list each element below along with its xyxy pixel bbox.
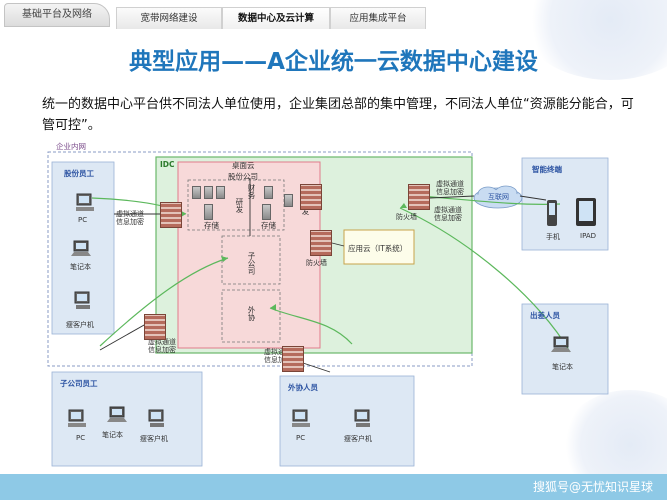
firewall-icon [160, 202, 182, 228]
page-title: 典型应用——A企业统一云数据中心建设 [129, 49, 538, 75]
travel-staff-label: 出差人员 [530, 311, 560, 320]
storage-icon [262, 204, 271, 220]
firewall-icon [144, 314, 166, 340]
watermark: 搜狐号@无忧知识星球 [532, 480, 653, 494]
thin-client-icon [354, 409, 370, 427]
vpn-label-1: 虚拟通道信息加密 [116, 210, 144, 226]
laptop-icon [107, 406, 127, 422]
tab-bar: 基础平台及网络 宽带网络建设 数据中心及云计算 应用集成平台 [0, 0, 667, 30]
storage-label-1: 存储 [204, 221, 219, 230]
laptop-icon [71, 240, 91, 256]
share-notebook-label: 笔记本 [70, 263, 91, 271]
subsidiary-label: 子公司 [247, 252, 256, 275]
idc-label: IDC [160, 160, 175, 169]
server-icon [284, 194, 293, 207]
vpn-label-4: 虚拟通道信息加密 [436, 180, 464, 196]
branch-company-label: 股份公司 [228, 172, 258, 181]
smart-terminal-label: 智能终端 [532, 165, 562, 174]
firewall-icon [300, 184, 322, 210]
firewall-label-2: 防火墙 [306, 259, 327, 267]
server-icon [264, 186, 273, 199]
sub-notebook-label: 笔记本 [102, 431, 123, 439]
tab-home[interactable]: 基础平台及网络 [4, 3, 110, 27]
firewall-icon [408, 184, 430, 210]
vpn-label-5: 虚拟通道信息加密 [434, 206, 462, 222]
storage-label-2: 存储 [261, 221, 276, 230]
share-pc-label: PC [78, 216, 88, 224]
storage-icon [204, 204, 213, 220]
internet-label: 互联网 [488, 193, 509, 201]
tab-broadband[interactable]: 宽带网络建设 [116, 7, 222, 29]
ipad-icon [576, 198, 596, 226]
travel-notebook-label: 笔记本 [552, 363, 573, 371]
network-diagram: 企业内网 IDC 桌面云 股份公司 存储 存储 研发 财务 研发 财务 子公司 … [47, 142, 609, 467]
firewall-icon [310, 230, 332, 256]
finance-label: 财务 [247, 184, 256, 199]
tab-datacenter[interactable]: 数据中心及云计算 [222, 7, 330, 29]
cloud-desktop-label: 桌面云 [232, 161, 255, 170]
outsource-thin-client-label: 瘦客户机 [344, 435, 372, 443]
firewall-icon [282, 346, 304, 372]
thin-client-icon [74, 291, 90, 309]
pc-icon [292, 409, 310, 427]
outsource-label: 外协 [247, 306, 256, 321]
tab-app-integration[interactable]: 应用集成平台 [330, 7, 426, 29]
sub-pc-label: PC [76, 434, 86, 442]
research-label: 研发 [235, 198, 244, 213]
server-icon [204, 186, 213, 199]
pc-icon [68, 409, 86, 427]
firewall-label-1: 防火墙 [396, 213, 417, 221]
vpn-label-3: 虚拟通道信息加密 [264, 348, 292, 364]
pc-icon [76, 193, 94, 211]
intranet-label: 企业内网 [56, 142, 86, 151]
mobile-label: 手机 [546, 233, 560, 241]
vpn-label-2: 虚拟通道信息加密 [148, 338, 176, 354]
app-cloud-box [343, 229, 415, 265]
sub-staff-label: 子公司员工 [60, 379, 98, 388]
app-cloud-label: 应用云（IT系统） [348, 244, 408, 253]
outsource-pc-label: PC [296, 434, 306, 442]
mobile-icon [547, 200, 557, 226]
thin-client-icon [148, 409, 164, 427]
outsource-staff-label: 外协人员 [288, 383, 318, 392]
sub-thin-client-label: 瘦客户机 [140, 435, 168, 443]
intro-text: 统一的数据中心平台供不同法人单位使用，企业集团总部的集中管理，不同法人单位“资源… [42, 97, 634, 133]
footer-bar [0, 474, 667, 500]
server-icon [216, 186, 225, 199]
share-thin-client-label: 瘦客户机 [66, 321, 94, 329]
ipad-label: IPAD [580, 232, 597, 240]
diagram-lines [47, 151, 609, 467]
share-staff-label: 股份员工 [64, 169, 94, 178]
laptop-icon [551, 336, 571, 352]
server-icon [192, 186, 201, 199]
